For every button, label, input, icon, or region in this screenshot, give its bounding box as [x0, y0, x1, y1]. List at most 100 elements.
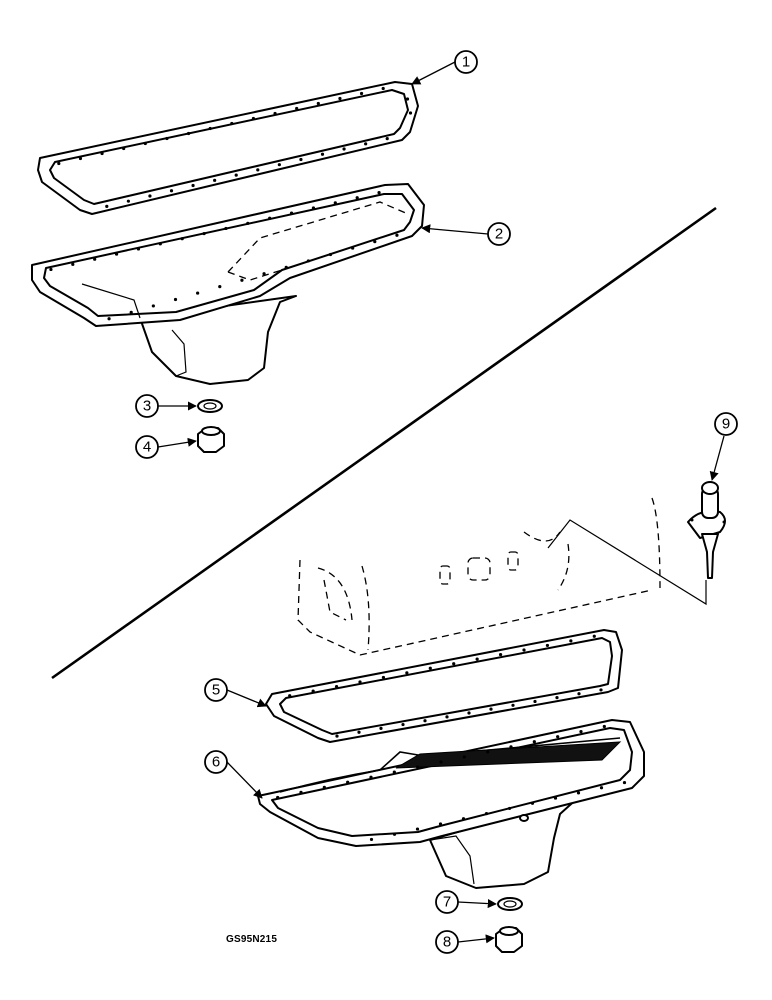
bolt-hole	[408, 111, 413, 115]
section-divider	[51, 206, 717, 680]
callout-number: 9	[722, 416, 730, 433]
bolt-hole	[467, 711, 471, 715]
bolt-hole	[107, 317, 111, 321]
bolt-hole	[439, 760, 443, 764]
bolt-hole	[379, 726, 383, 730]
bolt-hole	[335, 734, 339, 738]
bolt-hole	[158, 242, 162, 246]
bolt-hole	[438, 822, 443, 826]
bolt-hole	[126, 199, 130, 203]
bolt-hole	[555, 696, 559, 700]
bolt-hole	[556, 735, 560, 739]
bolt-hole	[498, 652, 503, 657]
bolt-hole	[277, 163, 281, 167]
oil-pan-upper	[31, 183, 425, 385]
callout-3: 3	[135, 394, 197, 418]
bolt-hole	[218, 285, 222, 289]
bolt-hole	[306, 259, 310, 263]
bolt-hole	[569, 639, 573, 643]
bolt-hole	[208, 126, 212, 131]
bolt-hole	[202, 231, 206, 236]
bolt-hole	[234, 173, 238, 177]
callout-6: 6	[204, 750, 263, 799]
bolt-hole	[576, 791, 581, 795]
drain-plug-lower	[495, 926, 523, 953]
bolt-hole	[405, 97, 410, 101]
bolt-hole	[509, 745, 513, 749]
callout-number: 6	[212, 754, 220, 771]
bolt-hole	[622, 780, 627, 785]
bolt-hole	[358, 680, 362, 684]
bolt-hole	[299, 157, 303, 162]
drain-plug-upper	[197, 426, 225, 453]
bolt-hole	[359, 91, 364, 96]
bolt-hole	[381, 675, 386, 680]
bolt-hole	[461, 817, 466, 821]
bolt-hole	[186, 131, 191, 136]
bolt-hole	[385, 137, 389, 141]
bolt-hole	[381, 86, 385, 91]
bolt-hole	[251, 116, 256, 121]
bolt-hole	[533, 699, 537, 704]
bolt-hole	[289, 211, 294, 215]
callout-5: 5	[204, 678, 267, 708]
bolt-hole	[122, 146, 126, 151]
bolt-hole	[507, 806, 512, 811]
bolt-hole	[295, 106, 299, 111]
bolt-hole	[577, 692, 581, 696]
callout-7: 7	[435, 890, 497, 914]
callout-number: 3	[143, 398, 151, 415]
callout-number: 8	[443, 934, 451, 951]
bolt-hole	[416, 765, 420, 769]
bolt-hole	[369, 837, 374, 842]
bolt-hole	[428, 666, 432, 670]
bolt-hole	[532, 740, 536, 744]
bolt-hole	[246, 221, 250, 225]
bolt-hole	[240, 278, 244, 282]
bolt-hole	[230, 121, 234, 126]
bolt-hole	[328, 252, 333, 257]
bolt-hole	[173, 297, 178, 302]
bolt-hole	[322, 785, 326, 789]
bolt-hole	[71, 262, 75, 266]
bolt-hole	[553, 796, 558, 800]
bolt-hole	[522, 648, 526, 652]
bolt-hole	[105, 204, 109, 208]
bolt-hole	[191, 183, 195, 188]
bolt-hole	[351, 246, 355, 250]
bolt-hole	[151, 304, 155, 308]
bolt-hole	[401, 722, 405, 727]
bolt-hole	[445, 715, 449, 719]
bolt-hole	[395, 233, 399, 237]
bolt-hole	[93, 257, 97, 261]
bolt-hole	[423, 719, 427, 723]
bolt-hole	[320, 152, 325, 156]
bolt-hole	[148, 194, 152, 198]
bolt-hole	[311, 689, 315, 693]
callout-8: 8	[435, 930, 495, 954]
bolt-hole	[213, 178, 217, 182]
bolt-hole	[114, 252, 119, 256]
bolt-hole	[579, 730, 583, 734]
bolt-hole	[299, 790, 303, 795]
bolt-hole	[273, 111, 277, 116]
bolt-hole	[599, 688, 603, 692]
bolt-hole	[602, 724, 606, 729]
callout-number: 1	[462, 54, 470, 71]
bolt-hole	[311, 206, 316, 210]
callout-4: 4	[135, 435, 197, 459]
bolt-hole	[196, 291, 200, 295]
bolt-hole	[530, 801, 535, 805]
bolt-hole	[57, 161, 61, 166]
bolt-hole	[276, 795, 280, 800]
figure-code: GS95N215	[226, 934, 278, 945]
bolt-hole	[486, 750, 490, 754]
bolt-hole	[357, 730, 361, 734]
gasket-lower	[265, 629, 623, 743]
bolt-hole	[334, 684, 339, 689]
bolt-hole	[355, 196, 359, 200]
callout-number: 4	[143, 439, 151, 456]
bolt-hole	[377, 190, 381, 195]
bolt-hole	[475, 657, 479, 661]
